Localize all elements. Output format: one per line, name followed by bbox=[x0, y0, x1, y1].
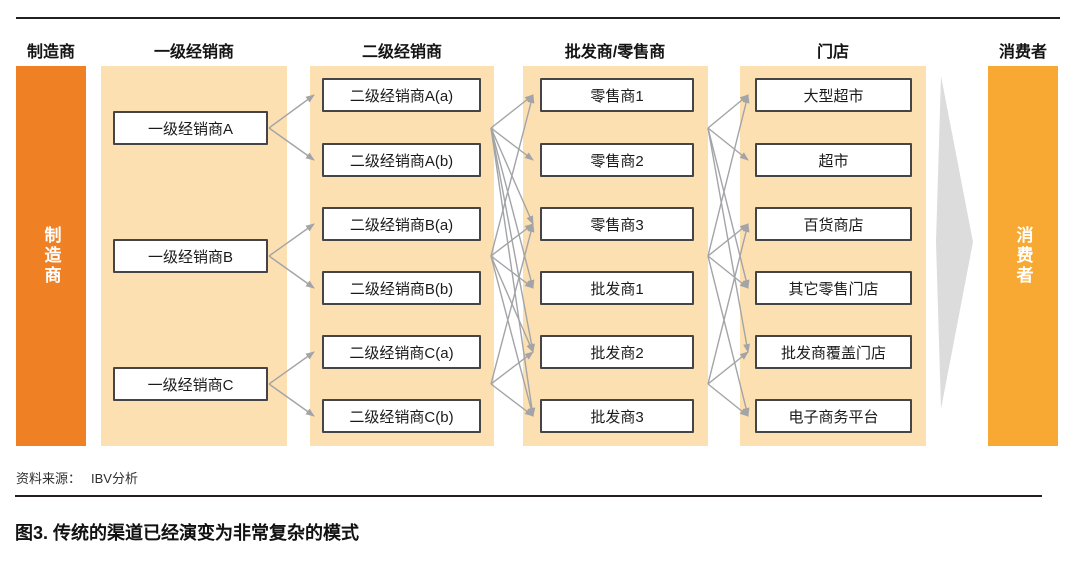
consumer-column: 消费者 bbox=[988, 66, 1058, 446]
flow-box-wholesale-4: 批发商2 bbox=[540, 335, 694, 369]
column-header-tier2: 二级经销商 bbox=[361, 44, 443, 61]
figure-caption: 图3. 传统的渠道已经演变为非常复杂的模式 bbox=[15, 523, 360, 543]
flow-box-wholesale-1: 零售商2 bbox=[540, 143, 694, 177]
column-header-tier1: 一级经销商 bbox=[153, 44, 235, 61]
flow-box-wholesale-2: 零售商3 bbox=[540, 207, 694, 241]
flow-box-stores-1: 超市 bbox=[755, 143, 912, 177]
stores-column-bg bbox=[740, 66, 926, 446]
column-header-stores: 门店 bbox=[816, 44, 850, 61]
flow-box-stores-2: 百货商店 bbox=[755, 207, 912, 241]
flow-box-tier2-3: 二级经销商B(b) bbox=[322, 271, 481, 305]
manufacturer-vertical-label: 制造商 bbox=[41, 226, 61, 286]
flow-box-tier2-4: 二级经销商C(a) bbox=[322, 335, 481, 369]
consumer-flow-arrow bbox=[936, 76, 973, 409]
wholesale-column-bg bbox=[523, 66, 708, 446]
flow-box-tier2-1: 二级经销商A(b) bbox=[322, 143, 481, 177]
flow-box-stores-3: 其它零售门店 bbox=[755, 271, 912, 305]
flow-box-tier1-1: 一级经销商B bbox=[113, 239, 268, 273]
flow-box-wholesale-3: 批发商1 bbox=[540, 271, 694, 305]
flow-box-wholesale-0: 零售商1 bbox=[540, 78, 694, 112]
consumer-vertical-label: 消费者 bbox=[1013, 226, 1033, 286]
column-header-consumer: 消费者 bbox=[998, 44, 1048, 61]
column-header-manufacturer: 制造商 bbox=[26, 44, 76, 61]
flow-box-tier2-0: 二级经销商A(a) bbox=[322, 78, 481, 112]
flow-box-wholesale-5: 批发商3 bbox=[540, 399, 694, 433]
flow-box-stores-0: 大型超市 bbox=[755, 78, 912, 112]
tier2-column-bg bbox=[310, 66, 494, 446]
source-line: 资料来源： IBV分析 bbox=[16, 468, 138, 487]
flow-box-tier1-0: 一级经销商A bbox=[113, 111, 268, 145]
flow-box-tier2-5: 二级经销商C(b) bbox=[322, 399, 481, 433]
source-value: IBV分析 bbox=[91, 471, 138, 486]
top-rule bbox=[16, 17, 1060, 19]
flow-box-tier1-2: 一级经销商C bbox=[113, 367, 268, 401]
bottom-rule bbox=[15, 495, 1042, 497]
flow-box-stores-4: 批发商覆盖门店 bbox=[755, 335, 912, 369]
flow-box-tier2-2: 二级经销商B(a) bbox=[322, 207, 481, 241]
manufacturer-column: 制造商 bbox=[16, 66, 86, 446]
source-label: 资料来源： bbox=[16, 471, 82, 486]
column-header-wholesale: 批发商/零售商 bbox=[564, 44, 666, 61]
flow-box-stores-5: 电子商务平台 bbox=[755, 399, 912, 433]
